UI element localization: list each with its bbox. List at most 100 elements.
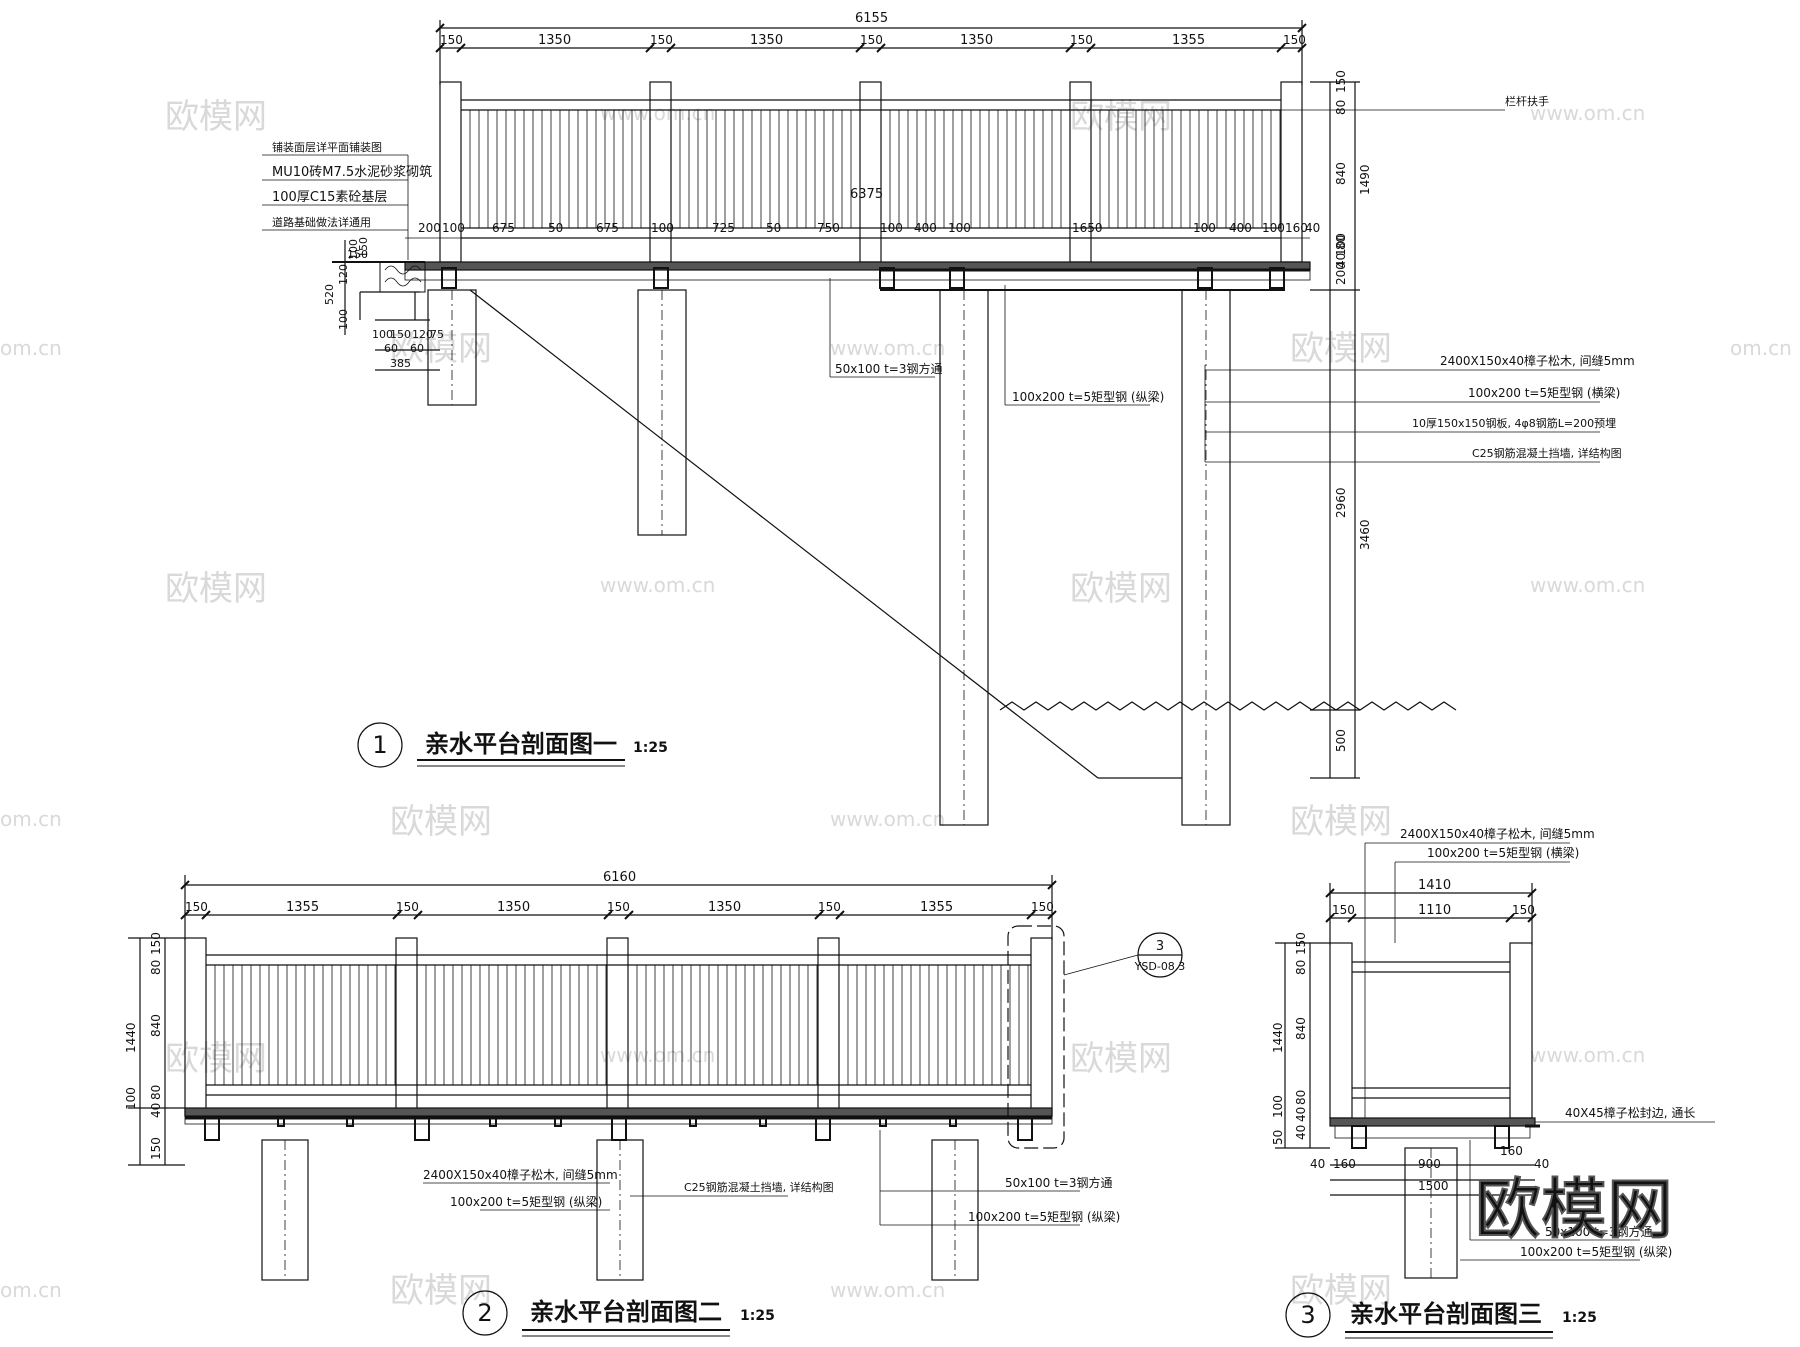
watermark-logo-text: 欧模网: [1475, 1171, 1673, 1248]
section-1-callout: 50x100 t=3钢方通: [835, 361, 943, 376]
section-1-deck-dim: 1650: [1072, 221, 1103, 235]
section-1-callout: 100x200 t=5矩型钢 (纵梁): [1012, 389, 1164, 404]
section-3-dim: 1110: [1418, 903, 1451, 918]
section-3-left-dim: 100: [1271, 1095, 1285, 1118]
watermark-site: www.om.cn: [1530, 573, 1645, 597]
watermark-logo: 欧模网: [1474, 1170, 1674, 1249]
section-1-right-dim: 500: [1334, 729, 1348, 752]
watermarks: 欧模网 www.om.cn 欧模网 www.om.cn om.cn 欧模网 ww…: [0, 97, 1792, 1311]
section-1-deck-dim: 100: [1193, 221, 1216, 235]
section-2-dim: 150: [396, 900, 419, 914]
section-1-right-dim: 2960: [1334, 487, 1348, 518]
watermark-brand: 欧模网: [165, 569, 267, 609]
section-3-left-dim: 80: [1294, 960, 1308, 975]
section-3-dim: 150: [1332, 903, 1355, 917]
section-1-drawing: [262, 20, 1600, 826]
section-3-bottom-dim: 40: [1534, 1157, 1549, 1171]
section-1-text: 6155 150 1350 150 1350 150 1350 150 1355…: [272, 11, 1635, 759]
section-2-left-dim: 1440: [124, 1022, 138, 1053]
section-2-dim: 150: [818, 900, 841, 914]
section-1-dim: 150: [1283, 33, 1306, 47]
section-1-right-dim: 3460: [1358, 519, 1372, 550]
section-1-right-dim: 80: [1334, 100, 1348, 115]
section-1-left-dim: 100: [337, 309, 350, 330]
section-1-left-dim: 120: [412, 328, 433, 341]
section-2-dim: 150: [185, 900, 208, 914]
section-3-scale: 1:25: [1562, 1310, 1597, 1326]
section-1-dim: 1355: [1172, 33, 1205, 48]
section-1-left-dim: 100: [372, 328, 393, 341]
section-1-deck-dim: 675: [596, 221, 619, 235]
section-2-drawing: [128, 875, 1183, 1337]
section-1-left-dim: 75: [430, 328, 444, 341]
section-3-number: 3: [1300, 1301, 1315, 1329]
section-2-left-dim: 40: [149, 1103, 163, 1118]
section-3-left-dim: 80: [1294, 1090, 1308, 1105]
section-1-left-dim: 385: [390, 357, 411, 370]
section-1-deck-dim: 100: [442, 221, 465, 235]
section-3-left-dim: 40: [1294, 1107, 1308, 1122]
section-1-deck-dim: 100: [651, 221, 674, 235]
section-1-overall-dim: 6155: [855, 11, 888, 26]
section-1-deck-dim: 160: [1285, 221, 1308, 235]
section-1-left-dim: 60: [384, 342, 398, 355]
section-2-callout: C25钢筋混凝土挡墙, 详结构图: [684, 1180, 834, 1194]
section-1-left-dim: 150: [347, 248, 368, 261]
section-3-callout: 40X45樟子松封边, 通长: [1565, 1105, 1695, 1120]
section-1-left-dim: 520: [323, 284, 336, 305]
section-3-overall-dim: 1410: [1418, 878, 1451, 893]
section-1-deck-dim: 200: [418, 221, 441, 235]
section-1-deck-dim: 400: [1229, 221, 1252, 235]
section-1-callout: 2400X150x40樟子松木, 间缝5mm: [1440, 353, 1635, 368]
section-1-right-dim: 840: [1334, 162, 1348, 185]
section-1-dim: 1350: [960, 33, 993, 48]
section-1-left-note: MU10砖M7.5水泥砂浆砌筑: [272, 164, 432, 180]
section-1-deck-dim: 100: [1262, 221, 1285, 235]
section-1-left-dim: 150: [390, 328, 411, 341]
watermark-site: om.cn: [0, 1278, 62, 1302]
section-1-deck-dim: 100: [880, 221, 903, 235]
section-3-drawing: [1275, 842, 1715, 1339]
section-2-dim: 1350: [497, 900, 530, 915]
section-1-left-dim: 120: [337, 264, 350, 285]
section-1-dim: 150: [440, 33, 463, 47]
section-1-deck-overall-dim: 6375: [850, 187, 883, 202]
section-2-detail-sheet: YSD-08.3: [1134, 960, 1186, 973]
section-1-left-note: 100厚C15素砼基层: [272, 190, 387, 205]
section-2-detail-ref: 3: [1156, 939, 1164, 954]
watermark-site: www.om.cn: [1530, 101, 1645, 125]
watermark-site: www.om.cn: [830, 336, 945, 360]
section-3-left-dim: 150: [1294, 932, 1308, 955]
section-1-title: 亲水平台剖面图一: [425, 730, 617, 758]
section-1-right-dim: 200: [1334, 262, 1348, 285]
section-2-dim: 1355: [920, 900, 953, 915]
section-2-left-dim: 150: [149, 1137, 163, 1160]
section-1-deck-dim: 50: [766, 221, 781, 235]
section-3-bottom-dim: 160: [1500, 1144, 1523, 1158]
section-2-left-dim: 80: [149, 960, 163, 975]
watermark-site: www.om.cn: [830, 1278, 945, 1302]
section-3-dim: 150: [1512, 903, 1535, 917]
section-1-left-dim: 150: [357, 237, 370, 258]
section-3-title: 亲水平台剖面图三: [1350, 1300, 1542, 1328]
section-3-left-dim: 50: [1271, 1130, 1285, 1145]
watermark-site: www.om.cn: [1530, 1043, 1645, 1067]
section-1-deck-dim: 400: [914, 221, 937, 235]
section-3-callout: 100x200 t=5矩型钢 (横梁): [1427, 845, 1579, 860]
section-2-left-dim: 80: [149, 1085, 163, 1100]
watermark-site: om.cn: [0, 336, 62, 360]
watermark-brand: 欧模网: [1290, 802, 1392, 842]
watermark-brand: 欧模网: [1070, 97, 1172, 137]
section-2-title: 亲水平台剖面图二: [530, 1298, 722, 1326]
watermark-brand: 欧模网: [390, 1271, 492, 1311]
section-1-left-note: 道路基础做法详通用: [272, 215, 371, 229]
section-2-callout: 100x200 t=5矩型钢 (纵梁): [450, 1194, 602, 1209]
section-3-callout: 2400X150x40樟子松木, 间缝5mm: [1400, 826, 1595, 841]
section-1-deck-dim: 675: [492, 221, 515, 235]
watermark-brand: 欧模网: [1070, 1039, 1172, 1079]
section-2-callout: 100x200 t=5矩型钢 (纵梁): [968, 1209, 1120, 1224]
watermark-site: www.om.cn: [600, 101, 715, 125]
section-2-dim: 1350: [708, 900, 741, 915]
section-1-dim: 1350: [538, 33, 571, 48]
